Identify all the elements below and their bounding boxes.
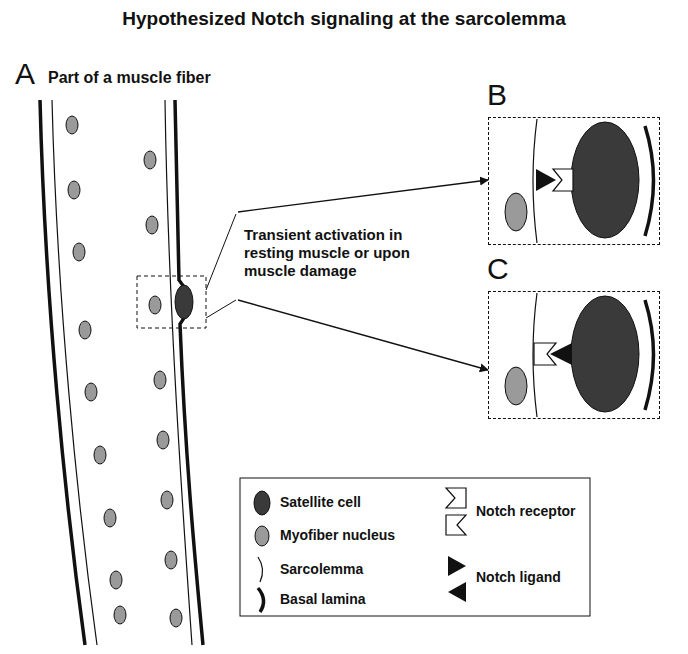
leader-line bbox=[206, 214, 236, 290]
legend-sample bbox=[446, 515, 466, 535]
inset-box bbox=[137, 276, 206, 328]
myofiber-nucleus bbox=[94, 446, 106, 464]
satellite-cell bbox=[571, 296, 639, 412]
sarcolemma bbox=[52, 100, 97, 645]
legend-text: Satellite cell bbox=[280, 494, 361, 510]
myofiber-nucleus bbox=[110, 571, 122, 589]
myofiber-nucleus bbox=[73, 243, 85, 261]
legend-text: Basal lamina bbox=[280, 591, 366, 607]
panel-a: A Part of a muscle fiber bbox=[12, 55, 238, 645]
panel-letter: B bbox=[487, 78, 507, 112]
legend-sample bbox=[448, 582, 466, 602]
myofiber-nucleus bbox=[154, 371, 166, 389]
satellite-cell bbox=[175, 285, 193, 319]
arrow-connector bbox=[238, 300, 488, 370]
myofiber-nucleus bbox=[79, 321, 91, 339]
panel-b-detail bbox=[505, 119, 654, 243]
myofiber-nucleus bbox=[157, 431, 169, 449]
basal-lamina bbox=[645, 126, 654, 236]
legend-text: Notch receptor bbox=[476, 503, 576, 519]
legend-text: Sarcolemma bbox=[280, 561, 363, 577]
basal-lamina bbox=[175, 100, 203, 645]
myofiber-nucleus bbox=[165, 551, 177, 569]
basal-lamina bbox=[40, 100, 85, 645]
myofiber-nucleus bbox=[505, 367, 527, 405]
panel-letter: C bbox=[487, 252, 509, 286]
myofiber-nucleus bbox=[149, 296, 161, 314]
notch-ligand bbox=[550, 343, 572, 365]
legend-text: Notch ligand bbox=[476, 569, 561, 585]
leader-line bbox=[206, 300, 236, 318]
panel-heading: Part of a muscle fiber bbox=[48, 69, 211, 87]
panel-c-detail bbox=[505, 293, 654, 417]
legend-text: Myofiber nucleus bbox=[280, 527, 395, 543]
arrow-connector bbox=[238, 180, 488, 212]
myofiber-nucleus bbox=[505, 193, 527, 231]
legend-box bbox=[240, 478, 590, 616]
satellite-cell bbox=[571, 122, 639, 238]
muscle-fiber bbox=[40, 100, 203, 645]
panel-letter: A bbox=[15, 57, 35, 91]
myofiber-nucleus bbox=[85, 383, 97, 401]
myofiber-nucleus bbox=[146, 216, 158, 234]
notch-ligand bbox=[536, 169, 556, 191]
panel-b: B bbox=[488, 117, 660, 245]
title: Hypothesized Notch signaling at the sarc… bbox=[0, 8, 688, 30]
myofiber-nucleus bbox=[161, 491, 173, 509]
myofiber-nucleus bbox=[66, 116, 78, 134]
myofiber-nucleus bbox=[114, 606, 126, 624]
legend-sample bbox=[446, 488, 466, 508]
myofiber-nuclei bbox=[66, 116, 182, 627]
legend-sample bbox=[448, 556, 466, 576]
legend-sample bbox=[254, 491, 270, 515]
myofiber-nucleus bbox=[104, 509, 116, 527]
myofiber-nucleus bbox=[144, 151, 156, 169]
legend-sample bbox=[255, 526, 269, 546]
panel-c: C bbox=[488, 291, 660, 419]
annotation: Transient activation in resting muscle o… bbox=[244, 226, 454, 280]
myofiber-nucleus bbox=[170, 609, 182, 627]
basal-lamina bbox=[645, 300, 654, 410]
myofiber-nucleus bbox=[68, 181, 80, 199]
legend-sample bbox=[258, 588, 264, 612]
legend-sample bbox=[258, 557, 263, 582]
